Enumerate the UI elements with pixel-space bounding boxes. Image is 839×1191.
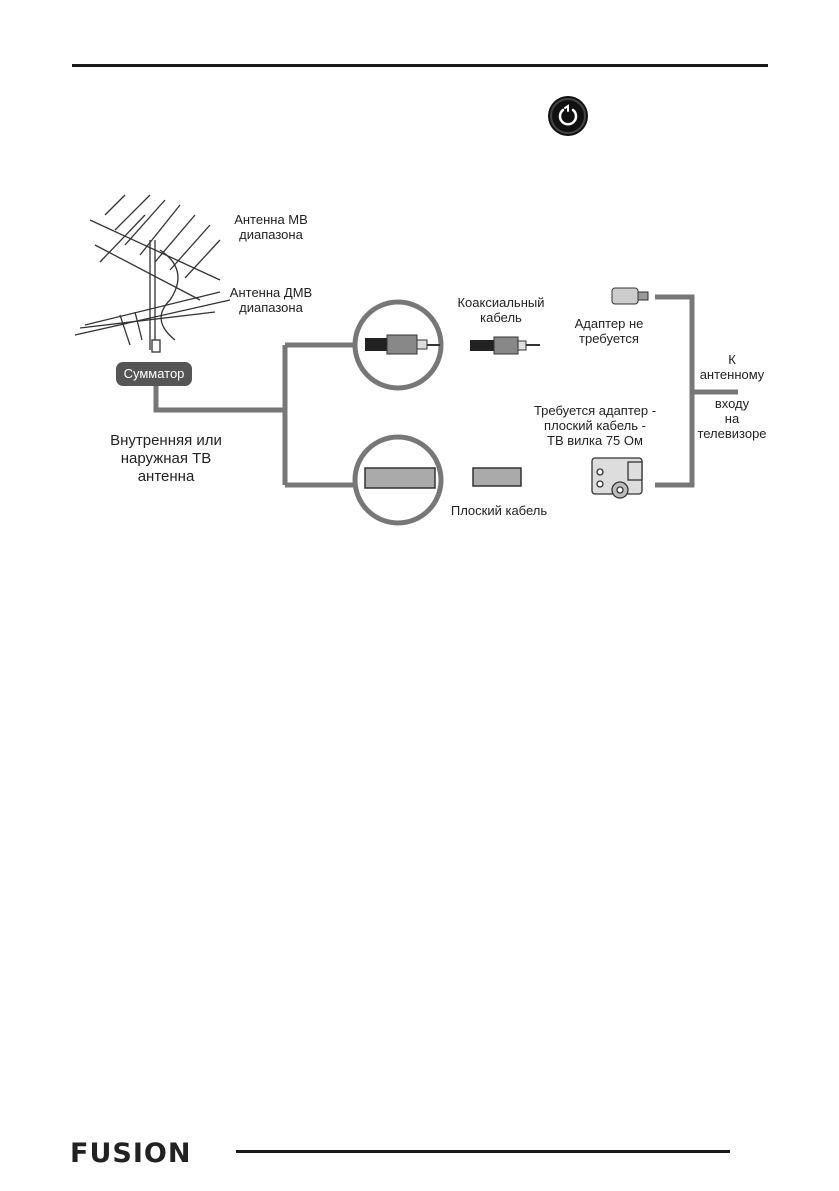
label-indoor-outdoor-antenna: Внутренняя или наружная ТВ антенна — [110, 432, 222, 485]
flat-cable-piece — [472, 467, 522, 487]
label-mv-antenna: Антенна МВ диапазона — [234, 212, 308, 242]
fusion-logo: FUSION — [70, 1138, 191, 1169]
label-flat-cable: Плоский кабель — [450, 503, 548, 518]
antenna-illustration — [74, 194, 231, 353]
flat-cable-detail — [352, 434, 444, 526]
label-dmv-antenna: Антенна ДМВ диапазона — [229, 285, 313, 315]
header-rule — [72, 64, 768, 67]
footer-rule — [236, 1150, 730, 1153]
coax-cable-piece — [470, 336, 540, 355]
power-icon — [548, 96, 588, 136]
antenna-connection-diagram — [74, 194, 738, 526]
label-to-antenna-input: К антенному — [699, 352, 765, 382]
coax-connector — [611, 287, 649, 305]
svg-text:FUSION: FUSION — [70, 1138, 191, 1169]
label-coax-cable: Коаксиальный кабель — [457, 295, 545, 325]
label-no-adapter: Адаптер не требуется — [574, 316, 644, 346]
combiner-badge: Сумматор — [116, 362, 192, 386]
label-tv-input: входу на телевизоре — [697, 396, 767, 441]
connection-lines — [153, 294, 738, 488]
balun-adapter — [591, 457, 643, 499]
label-adapter-required: Требуется адаптер - плоский кабель - ТВ … — [533, 403, 657, 448]
coax-cable-detail — [352, 299, 444, 391]
